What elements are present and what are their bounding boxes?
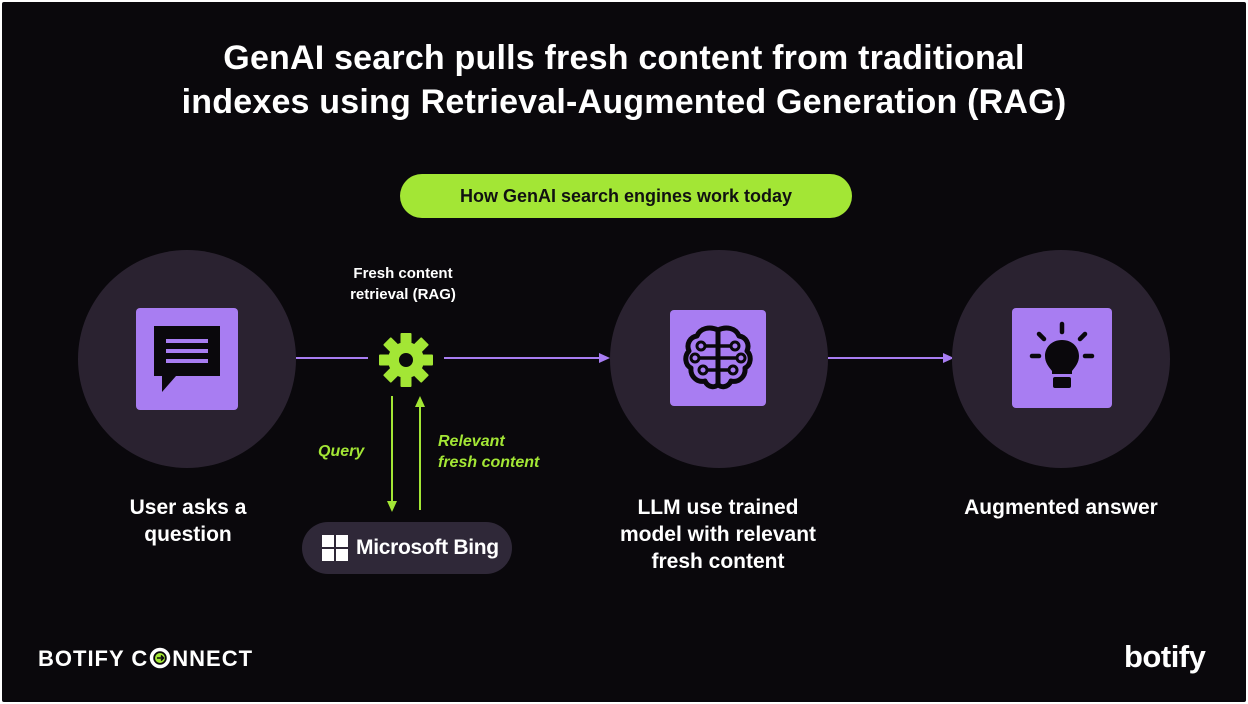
section-pill: How GenAI search engines work today — [400, 174, 852, 218]
answer-node-label: Augmented answer — [964, 496, 1158, 519]
connect-arrow-icon — [150, 647, 171, 669]
brain-circuit-icon — [683, 325, 753, 390]
relevant-arrowhead — [415, 396, 425, 407]
relevant-content-label: Relevant fresh content — [438, 433, 540, 471]
user-node-tile — [136, 308, 238, 410]
title-line-1: GenAI search pulls fresh content from tr… — [223, 39, 1025, 77]
gear-icon — [379, 333, 433, 387]
llm-node-tile — [670, 310, 766, 406]
query-arrowhead — [387, 501, 397, 512]
bing-label: Microsoft Bing — [356, 536, 499, 559]
microsoft-bing-badge: Microsoft Bing — [302, 522, 512, 574]
answer-node-tile — [1012, 308, 1112, 408]
llm-node-label: LLM use trained model with relevant fres… — [619, 496, 817, 573]
rag-node-label: Fresh content retrieval (RAG) — [350, 265, 456, 303]
page-title: GenAI search pulls fresh content from tr… — [2, 36, 1246, 124]
title-line-2: indexes using Retrieval-Augmented Genera… — [181, 83, 1067, 121]
connect-o-glyph — [149, 647, 171, 669]
windows-logo-icon — [322, 535, 348, 561]
botify-logo: botify — [1124, 639, 1206, 674]
query-label: Query — [318, 443, 365, 460]
user-node-label: User asks a question — [129, 496, 247, 546]
lightbulb-icon — [1029, 321, 1095, 388]
arrowhead-llm — [599, 353, 610, 363]
chat-bubble-icon — [154, 326, 220, 392]
arrowhead-answer — [943, 353, 954, 363]
